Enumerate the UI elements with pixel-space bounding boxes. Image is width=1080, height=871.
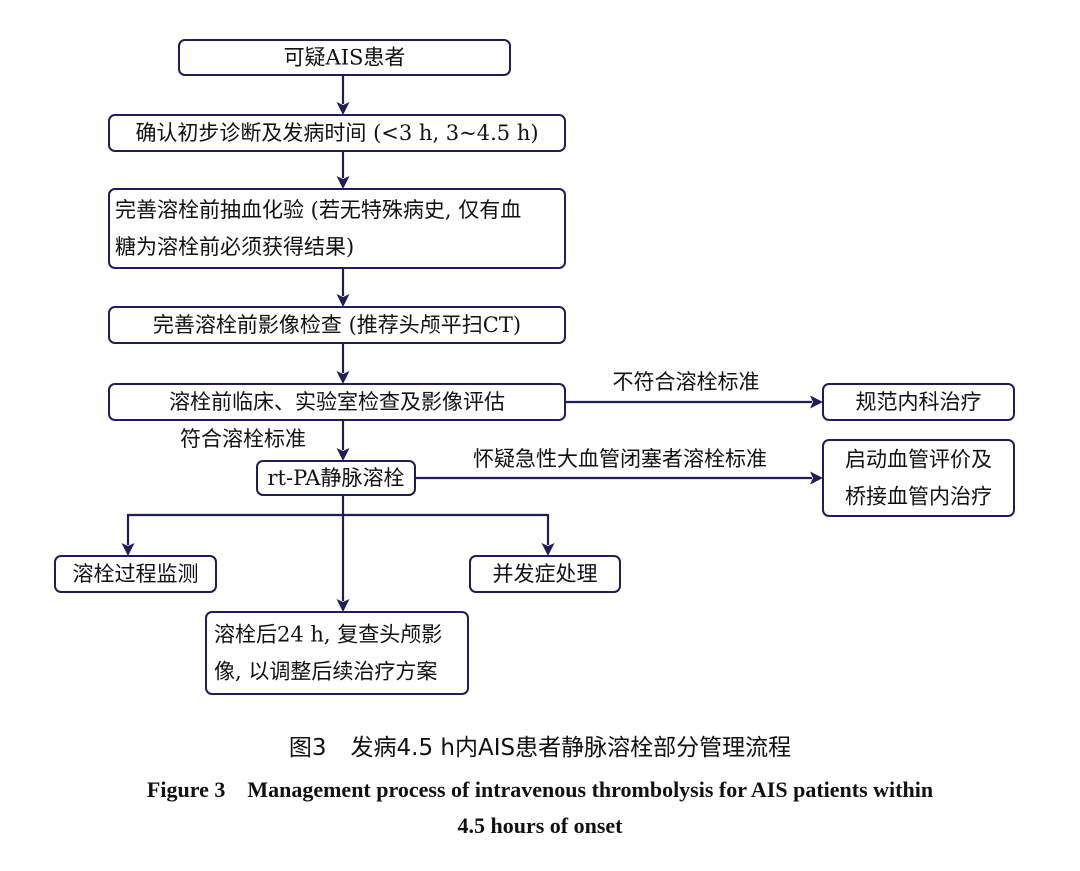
figure-label-en: Figure 3 [146,777,226,802]
edge-label-not-meet-criteria: 不符合溶栓标准 [613,370,760,394]
edge-blood-to-imaging [336,268,350,307]
node-text-blood-1: 完善溶栓前抽血化验 (若无特殊病史, 仅有血 [115,198,521,222]
node-text-vascular-2: 桥接血管内治疗 [845,485,992,509]
node-box-monitor [54,555,217,593]
figure-title-cn: 发病4.5 h内AIS患者静脉溶栓部分管理流程 [350,735,792,761]
edge-arrowhead-rtpa-to-complication [541,543,555,556]
edge-eval-to-standard [565,395,823,409]
edge-label-large-vessel-occlusion: 怀疑急性大血管闭塞者溶栓标准 [473,447,767,471]
edge-line-rtpa-to-monitor [126,495,345,545]
edge-arrowhead-rtpa-to-monitor [121,543,135,556]
edge-rtpa-to-monitor [121,495,345,556]
edge-rtpa-to-recheck [336,515,350,612]
node-box-blood [108,188,566,269]
node-text-eval-1: 溶栓前临床、实验室检查及影像评估 [169,390,505,414]
node-text-imaging-1: 完善溶栓前影像检查 (推荐头颅平扫CT) [153,313,521,337]
edge-arrowhead-confirm-to-blood [336,176,350,189]
node-confirm: 确认初步诊断及发病时间 (<3 h, 3~4.5 h) [108,114,566,152]
node-text-vascular-1: 启动血管评价及 [845,448,992,472]
flowchart-edges [121,75,823,612]
edge-arrowhead-rtpa-to-recheck [336,599,350,612]
edge-arrowhead-eval-to-standard [810,395,823,409]
figure-caption-en-line1: Figure 3 Management process of intravenou… [0,772,1080,808]
node-eval: 溶栓前临床、实验室检查及影像评估 [108,383,566,421]
node-imaging: 完善溶栓前影像检查 (推荐头颅平扫CT) [108,306,566,344]
node-box-complication [469,555,621,593]
edge-rtpa-to-complication [343,513,555,556]
edge-eval-to-rtpa [336,420,350,461]
node-standard: 规范内科治疗 [822,383,1015,421]
node-text-suspected-1: 可疑AIS患者 [284,46,406,70]
node-text-monitor-1: 溶栓过程监测 [73,562,199,586]
figure-title-en: Management process of intravenous thromb… [247,777,934,802]
node-text-rtpa-1: rt-PA静脉溶栓 [268,466,405,490]
node-complication: 并发症处理 [469,555,621,593]
figure-caption-chinese: 图3 发病4.5 h内AIS患者静脉溶栓部分管理流程 [0,728,1080,762]
edge-imaging-to-eval [336,343,350,384]
edge-line-rtpa-to-complication [343,513,550,545]
edge-arrowhead-suspected-to-confirm [336,102,350,115]
figure-caption-english: Figure 3 Management process of intravenou… [0,772,1080,844]
node-box-rtpa [256,460,416,496]
edge-arrowhead-rtpa-to-vascular [810,471,823,485]
node-text-blood-2: 糖为溶栓前必须获得结果) [115,235,354,259]
edge-arrowhead-eval-to-rtpa [336,448,350,461]
node-text-standard-1: 规范内科治疗 [856,390,982,414]
edge-label-meet-criteria: 符合溶栓标准 [180,427,306,451]
node-box-standard [822,383,1015,421]
node-text-recheck-1: 溶栓后24 h, 复查头颅影 [214,623,442,647]
node-box-vascular [822,439,1015,517]
node-rtpa: rt-PA静脉溶栓 [256,460,416,496]
edge-arrowhead-blood-to-imaging [336,294,350,307]
node-text-recheck-2: 像, 以调整后续治疗方案 [214,660,437,684]
edge-suspected-to-confirm [336,75,350,115]
node-suspected: 可疑AIS患者 [178,39,511,76]
edge-rtpa-to-vascular [415,471,823,485]
figure-label-cn: 图3 [288,735,327,761]
figure-caption-en-line2: 4.5 hours of onset [457,813,623,838]
node-box-eval [108,383,566,421]
node-box-imaging [108,306,566,344]
node-text-confirm-1: 确认初步诊断及发病时间 (<3 h, 3~4.5 h) [135,121,538,145]
edge-arrowhead-imaging-to-eval [336,371,350,384]
node-box-recheck [205,611,469,695]
edge-confirm-to-blood [336,151,350,189]
node-text-complication-1: 并发症处理 [493,562,598,586]
node-box-confirm [108,114,566,152]
node-box-suspected [178,39,511,76]
node-monitor: 溶栓过程监测 [54,555,217,593]
